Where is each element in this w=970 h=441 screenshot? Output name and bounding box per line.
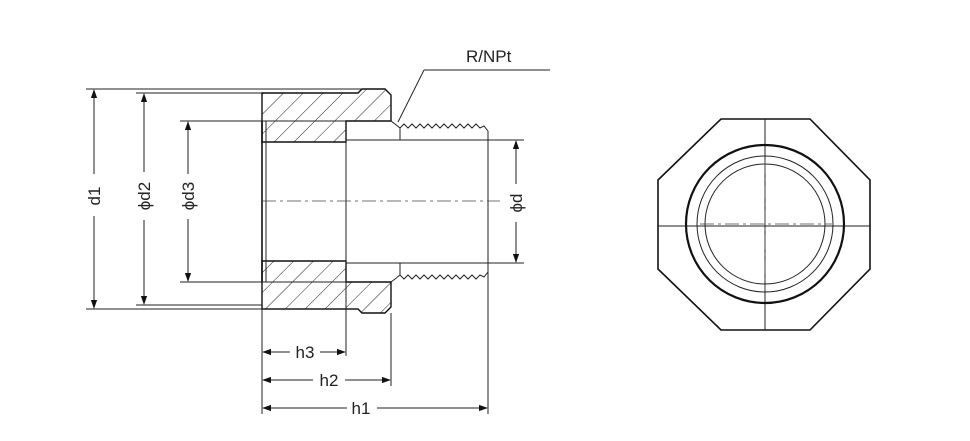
end-view bbox=[657, 118, 871, 331]
d1-label: d1 bbox=[85, 187, 104, 206]
extension-lines bbox=[86, 88, 524, 414]
thread-callout: R/NPt bbox=[397, 47, 550, 123]
phi-d3-label: ϕd3 bbox=[179, 182, 198, 210]
dim-h2: h2 bbox=[262, 371, 391, 390]
side-section-view bbox=[261, 88, 500, 314]
outer-bore-circle bbox=[684, 143, 846, 305]
dim-h3: h3 bbox=[262, 343, 346, 362]
section-hatch-bottom bbox=[261, 260, 392, 314]
dim-d3: ϕd3 bbox=[179, 121, 198, 282]
section-hatch-top bbox=[261, 88, 392, 143]
dim-d2: ϕd2 bbox=[135, 93, 154, 305]
dim-d1: d1 bbox=[85, 89, 104, 309]
dim-d: ϕd bbox=[507, 140, 526, 263]
thread-top bbox=[390, 120, 489, 132]
octagon-outline bbox=[657, 118, 871, 331]
phi-d2-label: ϕd2 bbox=[135, 182, 154, 210]
thread-label: R/NPt bbox=[466, 47, 512, 66]
inner-bore-circle bbox=[696, 155, 834, 293]
thread-bottom bbox=[390, 271, 489, 283]
dim-h1: h1 bbox=[262, 399, 488, 418]
h1-label: h1 bbox=[352, 399, 371, 418]
phi-d-label: ϕd bbox=[507, 194, 526, 213]
h3-label: h3 bbox=[296, 343, 315, 362]
h2-label: h2 bbox=[320, 371, 339, 390]
